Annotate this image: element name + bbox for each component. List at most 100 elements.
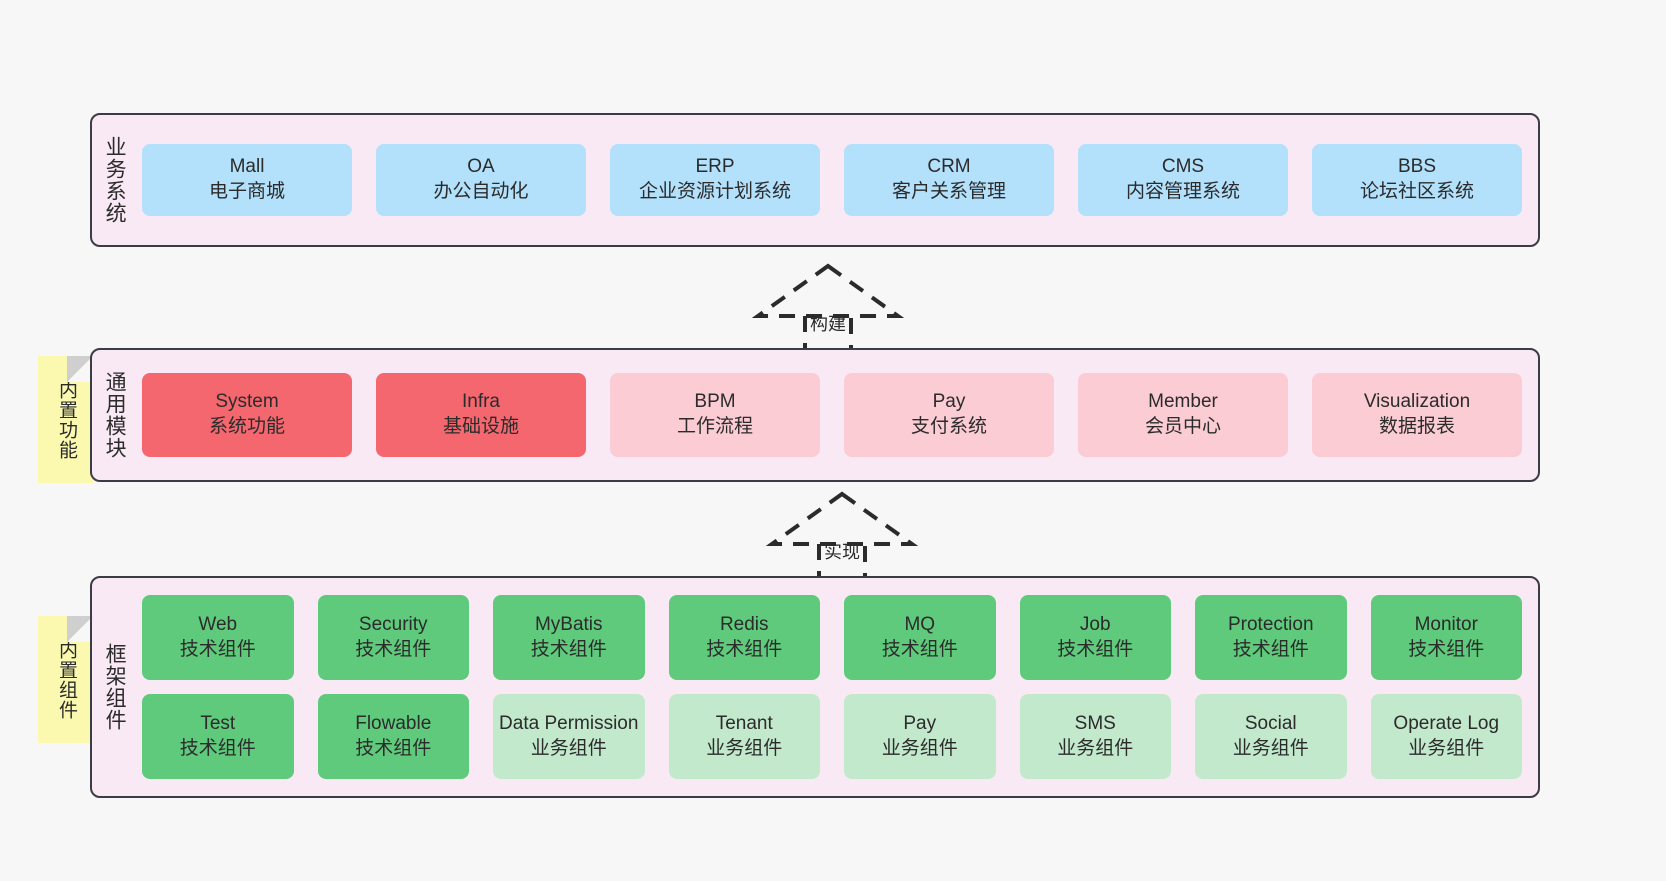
card-subtitle: 工作流程 bbox=[676, 416, 753, 437]
card-subtitle: 基础设施 bbox=[442, 416, 519, 437]
card-subtitle: 办公自动化 bbox=[433, 181, 529, 202]
card-subtitle: 技术组件 bbox=[179, 638, 256, 660]
card-pay-module[interactable]: Pay 支付系统 bbox=[844, 373, 1054, 457]
card-subtitle: 业务组件 bbox=[881, 737, 958, 759]
card-title: Security bbox=[358, 613, 428, 635]
card-visualization[interactable]: Visualization 数据报表 bbox=[1312, 373, 1522, 457]
card-tenant[interactable]: Tenant 业务组件 bbox=[668, 694, 820, 779]
card-title: Pay bbox=[932, 391, 966, 413]
layer-body-business-system: Mall 电子商城 OA 办公自动化 ERP 企业资源计划系统 CRM 客户关系… bbox=[136, 115, 1538, 245]
card-title: SMS bbox=[1074, 712, 1116, 734]
row-common-modules: System 系统功能 Infra 基础设施 BPM 工作流程 Pay 支付系统… bbox=[142, 373, 1522, 457]
card-subtitle: 业务组件 bbox=[1057, 737, 1134, 759]
card-title: Monitor bbox=[1414, 613, 1478, 635]
card-subtitle: 论坛社区系统 bbox=[1359, 181, 1474, 202]
card-title: Flowable bbox=[355, 712, 432, 734]
card-mall[interactable]: Mall 电子商城 bbox=[142, 144, 352, 216]
card-subtitle: 企业资源计划系统 bbox=[638, 181, 791, 202]
card-cms[interactable]: CMS 内容管理系统 bbox=[1078, 144, 1288, 216]
card-title: MQ bbox=[904, 613, 936, 635]
card-member[interactable]: Member 会员中心 bbox=[1078, 373, 1288, 457]
card-operate-log[interactable]: Operate Log 业务组件 bbox=[1370, 694, 1522, 779]
card-subtitle: 技术组件 bbox=[1232, 638, 1309, 660]
row-business-components: Test 技术组件 Flowable 技术组件 Data Permission … bbox=[142, 694, 1522, 779]
card-subtitle: 业务组件 bbox=[706, 737, 783, 759]
card-crm[interactable]: CRM 客户关系管理 bbox=[844, 144, 1054, 216]
card-subtitle: 业务组件 bbox=[1408, 737, 1485, 759]
card-title: OA bbox=[467, 156, 495, 178]
connector-implement-shape bbox=[765, 491, 919, 586]
card-title: Redis bbox=[719, 613, 769, 635]
card-title: Data Permission bbox=[499, 712, 639, 734]
card-subtitle: 客户关系管理 bbox=[891, 181, 1006, 202]
card-title: CMS bbox=[1161, 156, 1205, 178]
card-title: Web bbox=[198, 613, 238, 635]
card-subtitle: 内容管理系统 bbox=[1125, 181, 1240, 202]
layer-common-modules: 通用模块 System 系统功能 Infra 基础设施 BPM 工作流程 Pay… bbox=[90, 348, 1540, 482]
card-system[interactable]: System 系统功能 bbox=[142, 373, 352, 457]
note-builtin-component: 内置组件 bbox=[38, 616, 93, 743]
card-security[interactable]: Security 技术组件 bbox=[317, 595, 469, 680]
card-oa[interactable]: OA 办公自动化 bbox=[376, 144, 586, 216]
layer-body-framework-components: Web 技术组件 Security 技术组件 MyBatis 技术组件 Redi… bbox=[136, 578, 1538, 796]
card-subtitle: 电子商城 bbox=[208, 181, 285, 202]
card-title: Member bbox=[1148, 391, 1218, 413]
connector-build: 构建 bbox=[748, 262, 908, 360]
layer-framework-components: 框架组件 Web 技术组件 Security 技术组件 MyBatis 技术组件… bbox=[90, 576, 1540, 798]
connector-build-shape bbox=[751, 263, 905, 358]
card-title: CRM bbox=[927, 156, 971, 178]
card-subtitle: 系统功能 bbox=[208, 416, 285, 437]
card-title: Infra bbox=[461, 391, 501, 413]
card-test[interactable]: Test 技术组件 bbox=[142, 694, 294, 779]
card-data-permission[interactable]: Data Permission 业务组件 bbox=[493, 694, 645, 779]
card-bbs[interactable]: BBS 论坛社区系统 bbox=[1312, 144, 1522, 216]
card-title: Visualization bbox=[1363, 391, 1471, 413]
card-flowable[interactable]: Flowable 技术组件 bbox=[317, 694, 469, 779]
card-title: ERP bbox=[695, 156, 735, 178]
card-subtitle: 技术组件 bbox=[1057, 638, 1134, 660]
layer-title-framework-components: 框架组件 bbox=[103, 643, 127, 731]
card-subtitle: 技术组件 bbox=[706, 638, 783, 660]
card-erp[interactable]: ERP 企业资源计划系统 bbox=[610, 144, 820, 216]
card-mq[interactable]: MQ 技术组件 bbox=[844, 595, 996, 680]
card-infra[interactable]: Infra 基础设施 bbox=[376, 373, 586, 457]
card-social[interactable]: Social 业务组件 bbox=[1195, 694, 1347, 779]
card-job[interactable]: Job 技术组件 bbox=[1019, 595, 1171, 680]
layer-title-common-modules: 通用模块 bbox=[103, 371, 127, 459]
card-title: Pay bbox=[903, 712, 937, 734]
card-subtitle: 技术组件 bbox=[1408, 638, 1485, 660]
card-title: Tenant bbox=[715, 712, 773, 734]
row-business-systems: Mall 电子商城 OA 办公自动化 ERP 企业资源计划系统 CRM 客户关系… bbox=[142, 144, 1522, 216]
connector-implement: 实现 bbox=[762, 490, 922, 588]
card-subtitle: 技术组件 bbox=[355, 638, 432, 660]
card-title: Test bbox=[200, 712, 236, 734]
card-bpm[interactable]: BPM 工作流程 bbox=[610, 373, 820, 457]
card-subtitle: 业务组件 bbox=[530, 737, 607, 759]
card-subtitle: 业务组件 bbox=[1232, 737, 1309, 759]
card-title: Protection bbox=[1227, 613, 1314, 635]
card-subtitle: 支付系统 bbox=[910, 416, 987, 437]
card-title: BBS bbox=[1397, 156, 1437, 178]
card-subtitle: 技术组件 bbox=[355, 737, 432, 759]
card-subtitle: 会员中心 bbox=[1144, 416, 1221, 437]
card-monitor[interactable]: Monitor 技术组件 bbox=[1370, 595, 1522, 680]
card-title: Operate Log bbox=[1393, 712, 1500, 734]
card-mybatis[interactable]: MyBatis 技术组件 bbox=[493, 595, 645, 680]
card-sms[interactable]: SMS 业务组件 bbox=[1019, 694, 1171, 779]
note-builtin-function: 内置功能 bbox=[38, 356, 93, 483]
card-title: System bbox=[215, 391, 279, 413]
card-title: MyBatis bbox=[534, 613, 603, 635]
note-label: 内置组件 bbox=[55, 639, 77, 720]
layer-body-common-modules: System 系统功能 Infra 基础设施 BPM 工作流程 Pay 支付系统… bbox=[136, 350, 1538, 480]
layer-business-system: 业务系统 Mall 电子商城 OA 办公自动化 ERP 企业资源计划系统 CRM… bbox=[90, 113, 1540, 247]
card-subtitle: 技术组件 bbox=[881, 638, 958, 660]
card-subtitle: 技术组件 bbox=[530, 638, 607, 660]
card-title: BPM bbox=[694, 391, 736, 413]
card-web[interactable]: Web 技术组件 bbox=[142, 595, 294, 680]
note-label: 内置功能 bbox=[55, 379, 77, 460]
card-subtitle: 技术组件 bbox=[179, 737, 256, 759]
card-pay-component[interactable]: Pay 业务组件 bbox=[844, 694, 996, 779]
card-protection[interactable]: Protection 技术组件 bbox=[1195, 595, 1347, 680]
card-redis[interactable]: Redis 技术组件 bbox=[668, 595, 820, 680]
